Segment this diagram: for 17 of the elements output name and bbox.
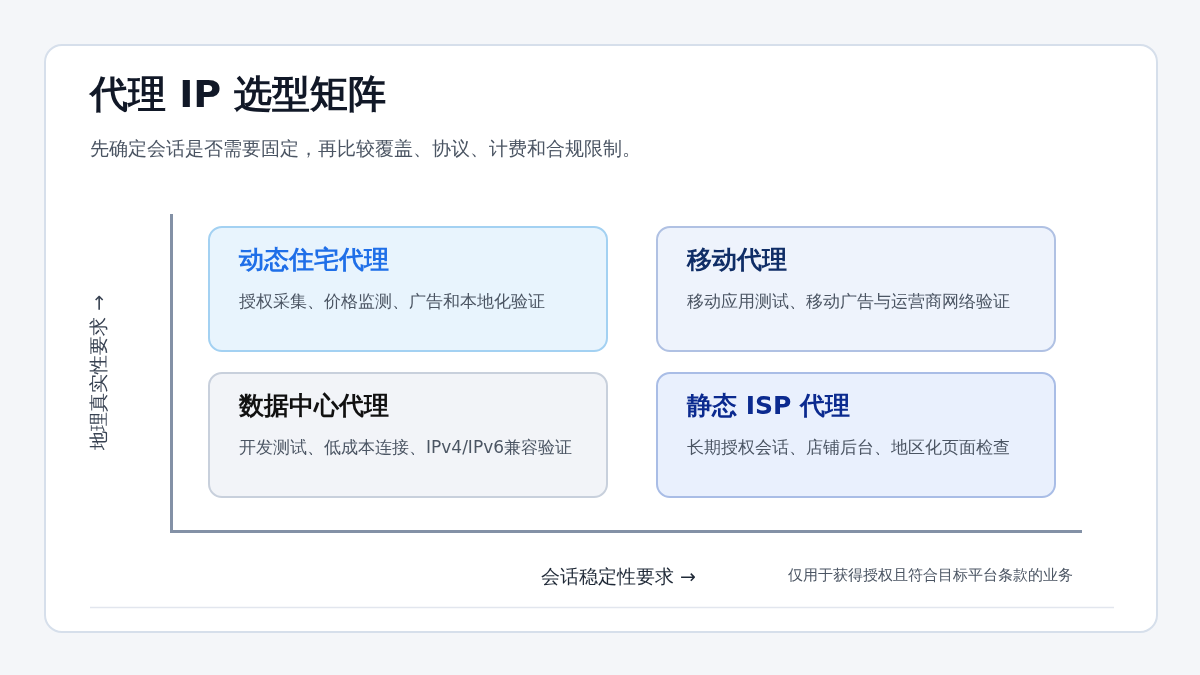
card-heading: 动态住宅代理	[239, 244, 389, 276]
footnote: 仅用于获得授权且符合目标平台条款的业务	[788, 566, 1073, 586]
card-description: 开发测试、低成本连接、IPv4/IPv6兼容验证	[239, 436, 572, 459]
quadrant-card	[208, 226, 608, 352]
quadrant-card	[208, 372, 608, 498]
axis-label: 会话稳定性要求 →	[541, 564, 696, 589]
subtitle: 先确定会话是否需要固定，再比较覆盖、协议、计费和合规限制。	[90, 136, 641, 161]
quadrant-card	[656, 226, 1056, 352]
card-description: 授权采集、价格监测、广告和本地化验证	[239, 290, 545, 313]
card-heading: 移动代理	[687, 244, 787, 276]
card-heading: 数据中心代理	[239, 390, 389, 422]
title: 代理 IP 选型矩阵	[90, 72, 387, 118]
quadrant-card	[656, 372, 1056, 498]
card-heading: 静态 ISP 代理	[687, 390, 851, 422]
card-description: 长期授权会话、店铺后台、地区化页面检查	[687, 436, 1010, 459]
card-description: 移动应用测试、移动广告与运营商网络验证	[687, 290, 1010, 313]
axis-label: 地理真实性要求 →	[85, 294, 110, 450]
